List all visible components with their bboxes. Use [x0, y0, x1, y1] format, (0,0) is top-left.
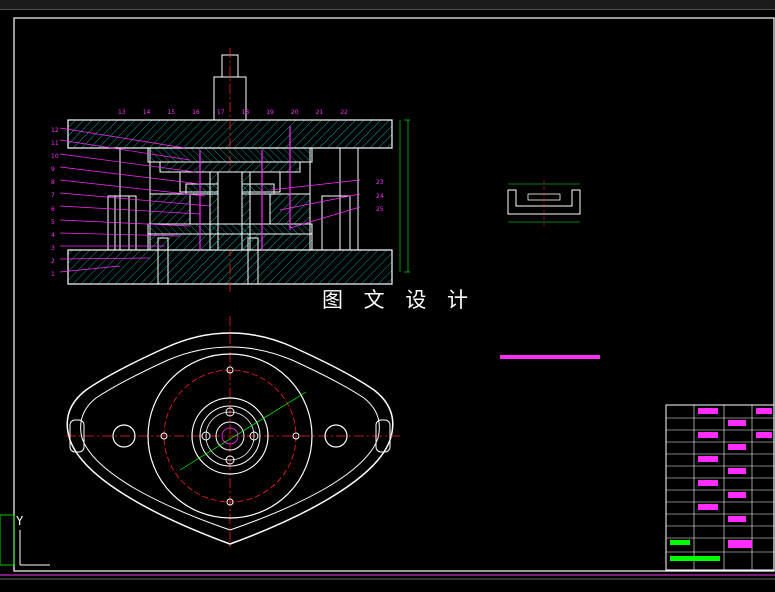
- balloon-label: 11: [51, 140, 59, 148]
- balloon-label: 19: [266, 109, 274, 116]
- balloon-label: 17: [216, 109, 225, 116]
- window-title-bar: [0, 0, 775, 10]
- balloon-label: 23: [376, 179, 384, 186]
- balloon-label: 9: [51, 166, 55, 174]
- ucs-y-label: Y: [16, 514, 24, 528]
- balloon-label: 5: [51, 218, 55, 226]
- balloon-label: 4: [51, 231, 55, 239]
- balloon-label: 18: [241, 109, 250, 116]
- stripper-plate: [159, 161, 301, 173]
- balloon-label: 21: [315, 109, 324, 116]
- balloon-label: 15: [167, 109, 176, 116]
- backing-plate: [147, 233, 313, 251]
- balloon-label: 10: [51, 153, 59, 161]
- watermark-text: 图 文 设 计: [322, 288, 476, 312]
- balloon-labels-left: 12 11 10 9 8 7 6 5 4 3 2 1: [51, 124, 61, 281]
- balloon-label: 16: [192, 109, 200, 116]
- balloon-label: 1: [51, 271, 55, 279]
- balloon-label: 20: [290, 109, 299, 116]
- balloon-label: 22: [340, 109, 348, 116]
- part-profile-view[interactable]: [507, 180, 581, 226]
- balloon-label: 24: [376, 192, 384, 200]
- balloon-label: 13: [118, 109, 126, 116]
- balloon-label: 12: [51, 127, 59, 134]
- balloon-label: 8: [51, 179, 55, 187]
- balloon-label: 25: [376, 206, 384, 213]
- plan-view[interactable]: [66, 316, 400, 550]
- balloon-labels-top: 13 14 15 16 17 18 19 20 21 22: [118, 109, 348, 116]
- title-block-rows: [666, 417, 774, 553]
- balloon-labels-right: 23 24 25: [376, 176, 390, 217]
- balloon-label: 14: [142, 109, 151, 116]
- punch-plate: [147, 147, 313, 163]
- section-view[interactable]: [67, 48, 410, 295]
- guide-post-right-outer: [321, 195, 351, 251]
- ucs-axis-icon: [0, 514, 50, 566]
- balloon-label: 7: [51, 192, 55, 200]
- callout-leaders: [59, 127, 361, 273]
- technical-notes-heading-bar: [500, 355, 600, 359]
- title-block[interactable]: [665, 404, 775, 571]
- balloon-label: 6: [51, 205, 55, 213]
- balloon-label: 2: [51, 257, 55, 265]
- drawing-frame: [0, 17, 775, 580]
- balloon-label: 3: [51, 244, 55, 252]
